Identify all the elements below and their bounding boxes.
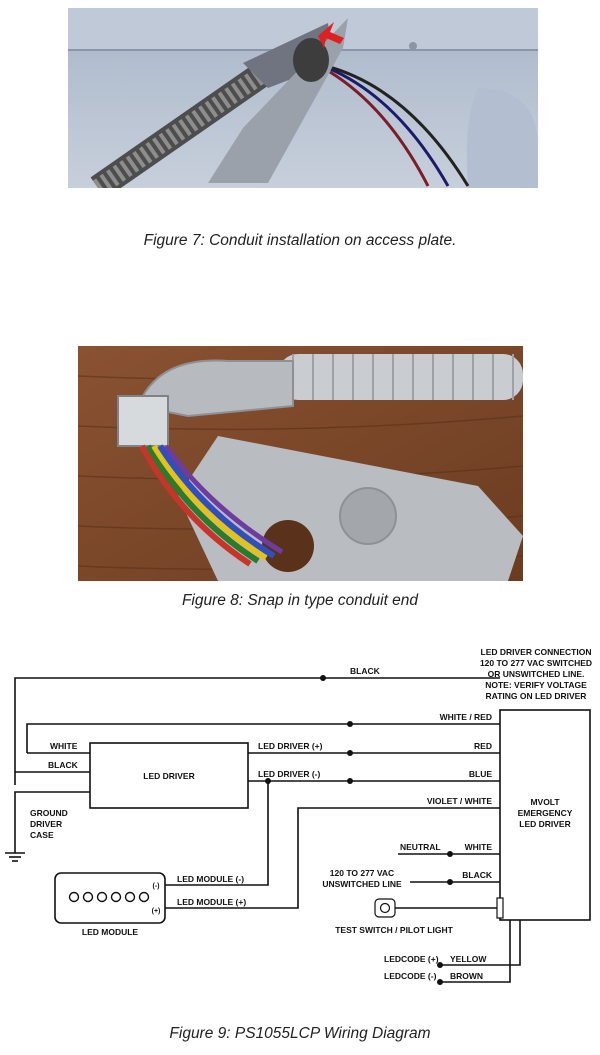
wire-white-red xyxy=(26,723,500,753)
label-module-plus-sign: (+) xyxy=(152,908,161,915)
label-neutral: NEUTRAL xyxy=(400,842,441,852)
label-white-neutral: WHITE xyxy=(465,842,493,852)
label-mvolt-1: MVOLT xyxy=(530,797,560,807)
wire-black-top xyxy=(14,677,500,785)
note-line-1: LED DRIVER CONNECTION xyxy=(481,647,592,657)
label-white-red: WHITE / RED xyxy=(440,712,492,722)
wire-ground xyxy=(14,791,90,853)
label-led-driver-minus: LED DRIVER (-) xyxy=(258,769,321,779)
label-led-module: LED MODULE xyxy=(82,927,139,937)
label-white: WHITE xyxy=(50,741,78,751)
label-mvolt-3: LED DRIVER xyxy=(519,819,570,829)
label-test-switch: TEST SWITCH / PILOT LIGHT xyxy=(335,925,453,935)
label-ledcode-plus: LEDCODE (+) xyxy=(384,954,439,964)
label-led-driver-box: LED DRIVER xyxy=(143,771,194,781)
figure-7-caption: Figure 7: Conduit installation on access… xyxy=(143,232,457,249)
label-yellow: YELLOW xyxy=(450,954,487,964)
label-black-left: BLACK xyxy=(48,760,79,770)
led-module-box xyxy=(54,872,166,924)
label-black-top: BLACK xyxy=(350,666,381,676)
led-module-leds xyxy=(68,891,150,903)
wire-led-module-minus xyxy=(165,781,269,886)
label-ground-3: CASE xyxy=(30,830,54,840)
label-ground-2: DRIVER xyxy=(30,819,62,829)
label-unswitched-1: 120 TO 277 VAC xyxy=(330,868,394,878)
label-ledcode-minus: LEDCODE (-) xyxy=(384,971,437,981)
figure-8-photo xyxy=(78,346,523,581)
mvolt-driver-box xyxy=(499,709,591,921)
note-line-2: 120 TO 277 VAC SWITCHED xyxy=(480,658,592,668)
led-driver-box xyxy=(89,742,249,809)
label-blue: BLUE xyxy=(469,769,492,779)
note-line-3: OR UNSWITCHED LINE. xyxy=(488,669,585,679)
label-brown: BROWN xyxy=(450,971,483,981)
label-module-minus-sign: (-) xyxy=(153,883,160,890)
label-led-driver-plus: LED DRIVER (+) xyxy=(258,741,323,751)
note-line-5: RATING ON LED DRIVER xyxy=(486,691,587,701)
note-line-4: NOTE: VERIFY VOLTAGE xyxy=(485,680,587,690)
figure-8-caption: Figure 8: Snap in type conduit end xyxy=(181,592,419,609)
label-led-module-minus: LED MODULE (-) xyxy=(177,874,244,884)
label-unswitched-2: UNSWITCHED LINE xyxy=(322,879,402,889)
figure-7-photo xyxy=(68,8,538,188)
label-red: RED xyxy=(474,741,492,751)
label-black-unswitched: BLACK xyxy=(462,870,493,880)
figure-9-caption: Figure 9: PS1055LCP Wiring Diagram xyxy=(169,1025,431,1042)
label-violet-white: VIOLET / WHITE xyxy=(427,796,492,806)
wire-yellow xyxy=(440,920,521,966)
label-mvolt-2: EMERGENCY xyxy=(518,808,573,818)
wire-violet-white xyxy=(165,807,500,909)
label-led-module-plus: LED MODULE (+) xyxy=(177,897,246,907)
wiring-diagram: LED DRIVER CONNECTION 120 TO 277 VAC SWI… xyxy=(5,647,592,985)
wire-brown xyxy=(440,920,511,983)
label-ground-1: GROUND xyxy=(30,808,68,818)
